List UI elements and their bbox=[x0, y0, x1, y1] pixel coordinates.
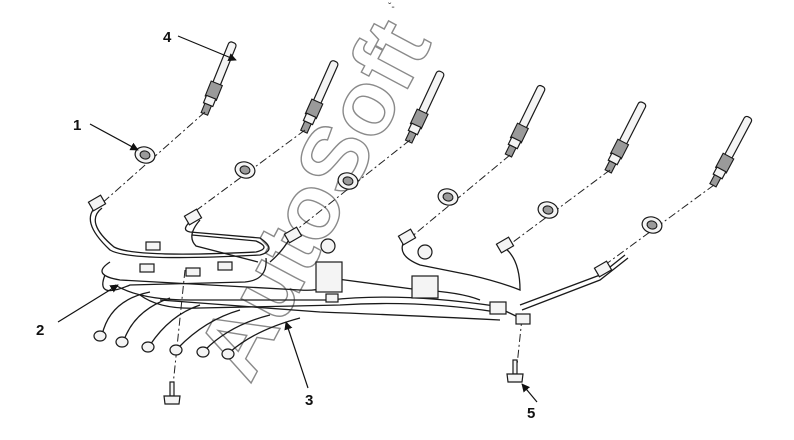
injector bbox=[602, 99, 650, 175]
clamp bbox=[185, 267, 201, 277]
fuel-line-bundle bbox=[89, 204, 629, 353]
nut bbox=[639, 214, 665, 236]
callout-3: 3 bbox=[305, 392, 313, 409]
bolt-right bbox=[506, 359, 524, 383]
callout-1: 1 bbox=[73, 117, 81, 134]
clamp bbox=[489, 301, 507, 315]
watermark-text: AutoSoft bbox=[178, 4, 450, 395]
callout-4: 4 bbox=[163, 29, 172, 46]
bolt-head bbox=[320, 238, 336, 254]
clamp bbox=[139, 263, 155, 273]
bolt-head bbox=[417, 244, 433, 260]
nut bbox=[535, 199, 561, 221]
nut-group bbox=[132, 144, 665, 236]
clamp bbox=[515, 313, 531, 325]
pipe-fittings bbox=[87, 194, 613, 360]
bracket bbox=[315, 261, 343, 293]
injector bbox=[502, 83, 549, 159]
nut bbox=[232, 159, 258, 181]
callout-5: 5 bbox=[527, 405, 535, 422]
injector bbox=[707, 113, 756, 189]
bracket bbox=[411, 275, 439, 299]
callout-labels: 1 2 3 4 5 bbox=[36, 29, 535, 422]
callout-leaders bbox=[57, 35, 538, 403]
injector bbox=[198, 39, 240, 117]
bracket-group bbox=[139, 238, 531, 325]
bolt-left bbox=[163, 381, 181, 405]
callout-2: 2 bbox=[36, 322, 44, 339]
clamp bbox=[217, 261, 233, 271]
nut bbox=[435, 186, 461, 208]
clamp bbox=[145, 241, 161, 251]
nut bbox=[132, 144, 158, 166]
top-mark: ˇ- bbox=[388, 1, 395, 13]
clamp bbox=[325, 293, 339, 303]
